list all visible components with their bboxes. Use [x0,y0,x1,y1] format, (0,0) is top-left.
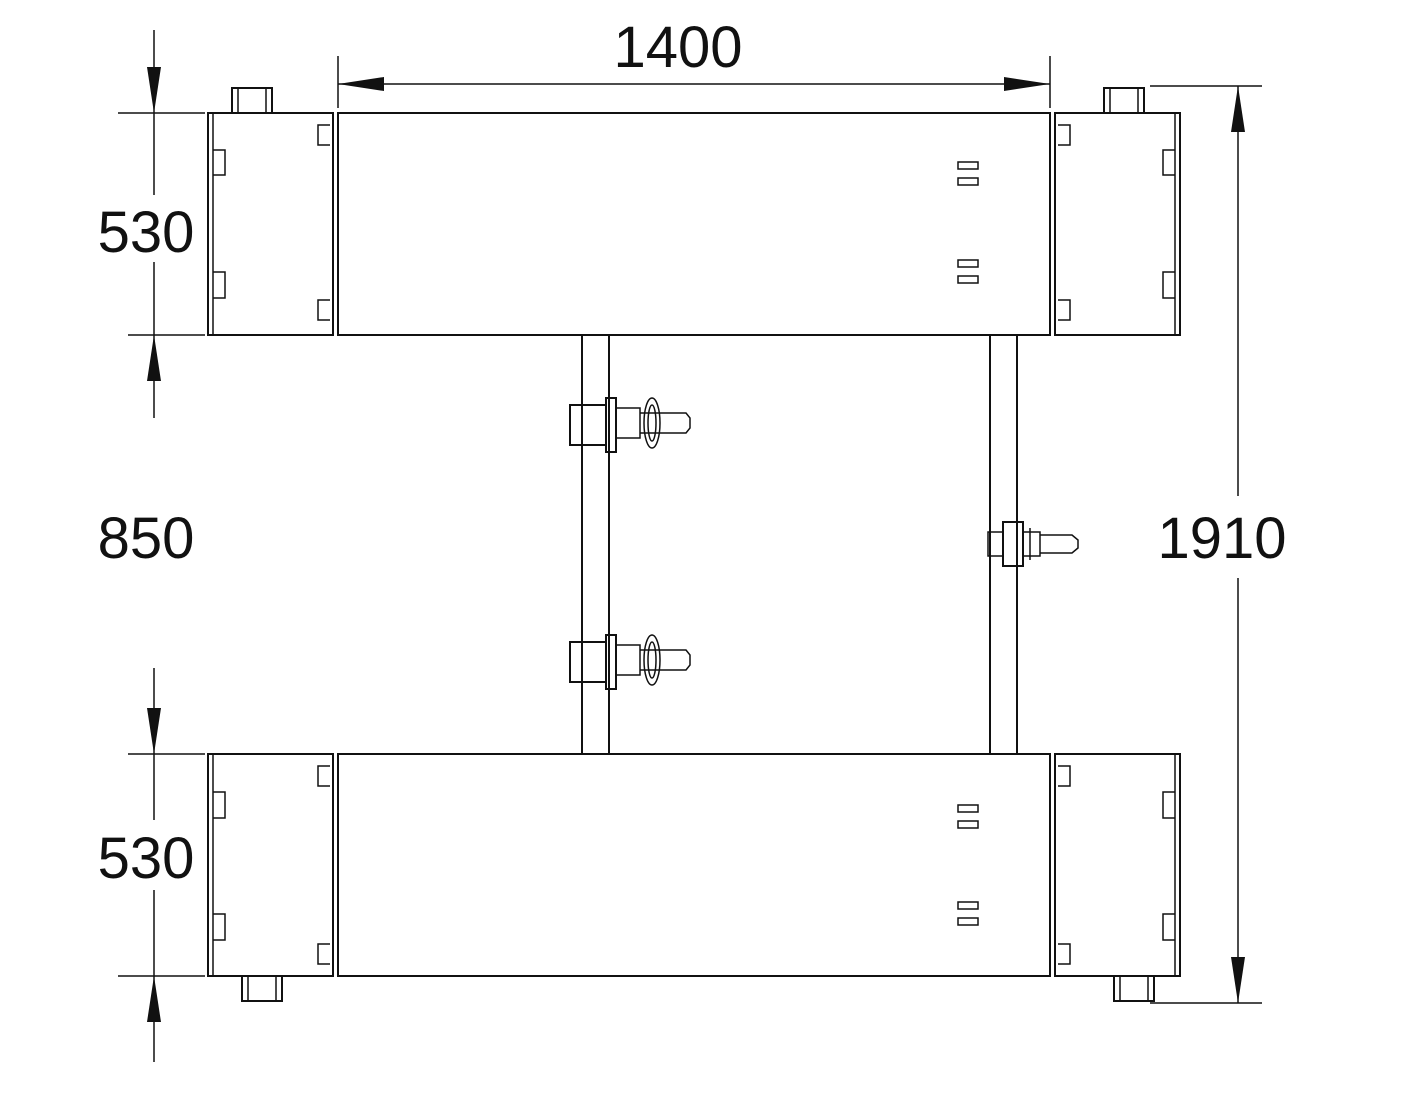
dimension-top-height: 530 [98,30,205,418]
dimension-gap-label: 850 [98,506,195,571]
bottom-module [207,753,1181,1002]
right-clamp [987,521,1079,567]
bottom-left-bolt [241,975,283,1002]
bottom-right-end-cap [1054,753,1181,977]
dimension-total-height-label: 1910 [1157,506,1286,571]
top-left-end-cap [207,112,334,336]
dimension-gap: 850 [98,506,195,571]
bottom-slots [957,804,979,926]
dimension-total-height: 1910 [1150,85,1287,1004]
dimension-width-label: 1400 [613,15,742,80]
bottom-left-end-cap [207,753,334,977]
top-slots [957,161,979,284]
dimension-bottom-height-label: 530 [98,826,195,891]
dimension-width: 1400 [337,15,1051,108]
top-right-end-cap [1054,112,1181,336]
lower-clamp [569,634,691,690]
top-left-bolt [231,87,273,114]
dimension-bottom-height: 530 [98,668,205,1062]
top-module [207,87,1181,336]
upper-clamp [569,397,691,453]
bottom-right-bolt [1113,975,1155,1002]
top-right-bolt [1103,87,1145,114]
dimension-top-height-label: 530 [98,200,195,265]
right-post [989,334,1018,755]
left-post [581,334,610,755]
